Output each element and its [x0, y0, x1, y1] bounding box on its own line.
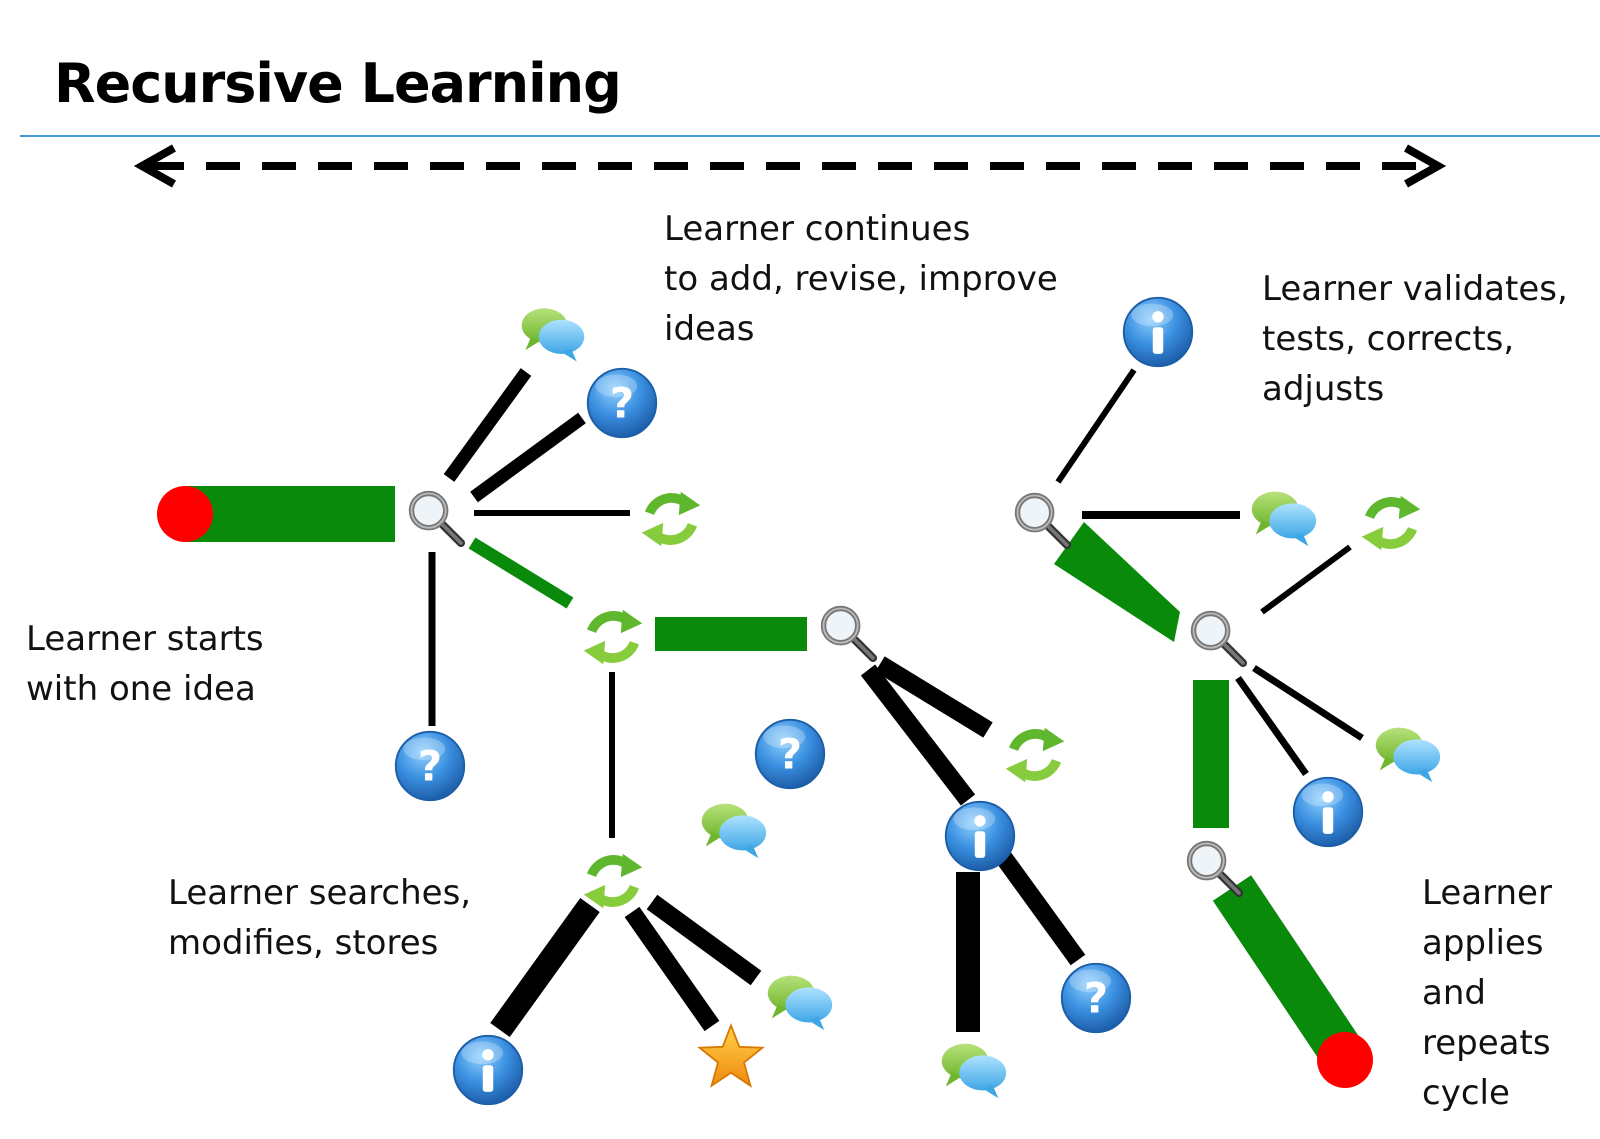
label-validates: Learner validates, tests, corrects, adju…	[1262, 269, 1568, 409]
question-icon	[1060, 962, 1132, 1034]
magnifier-icon	[1194, 614, 1244, 664]
label-continues: Learner continues to add, revise, improv…	[664, 209, 1058, 349]
star-icon	[698, 1024, 764, 1087]
refresh-icon	[642, 492, 701, 547]
label-applies: Learner applies and repeats cycle	[1422, 873, 1552, 1113]
info-icon	[1292, 776, 1364, 848]
chat-bubbles-icon	[941, 1043, 1007, 1099]
end-point	[1317, 1032, 1373, 1088]
chat-bubbles-icon	[1251, 491, 1317, 547]
chat-bubbles-icon	[701, 803, 767, 859]
info-icon	[452, 1034, 524, 1106]
chat-bubbles-icon	[767, 975, 833, 1031]
info-icon	[944, 800, 1016, 872]
refresh-icon	[1362, 496, 1421, 551]
magnifier-icon	[412, 494, 462, 544]
label-start: Learner starts with one idea	[26, 619, 264, 709]
branches	[428, 368, 1364, 1038]
magnifier-icon	[824, 609, 874, 659]
magnifier-icon	[1190, 844, 1240, 894]
question-icon	[754, 718, 826, 790]
title-underline	[20, 135, 1600, 137]
chat-bubbles-icon	[1375, 727, 1441, 783]
start-point	[157, 486, 213, 542]
page-title: Recursive Learning	[54, 52, 622, 115]
magnifier-icon	[1018, 496, 1068, 546]
learning-path	[185, 486, 1365, 1070]
refresh-icon	[584, 610, 643, 665]
question-icon	[586, 367, 658, 439]
chat-bubbles-icon	[521, 308, 585, 362]
refresh-icon	[1006, 728, 1065, 783]
label-searches: Learner searches, modifies, stores	[168, 873, 472, 963]
info-icon	[1122, 296, 1194, 368]
question-icon	[394, 730, 466, 802]
timeline-arrow	[133, 144, 1447, 188]
refresh-icon	[584, 854, 643, 909]
